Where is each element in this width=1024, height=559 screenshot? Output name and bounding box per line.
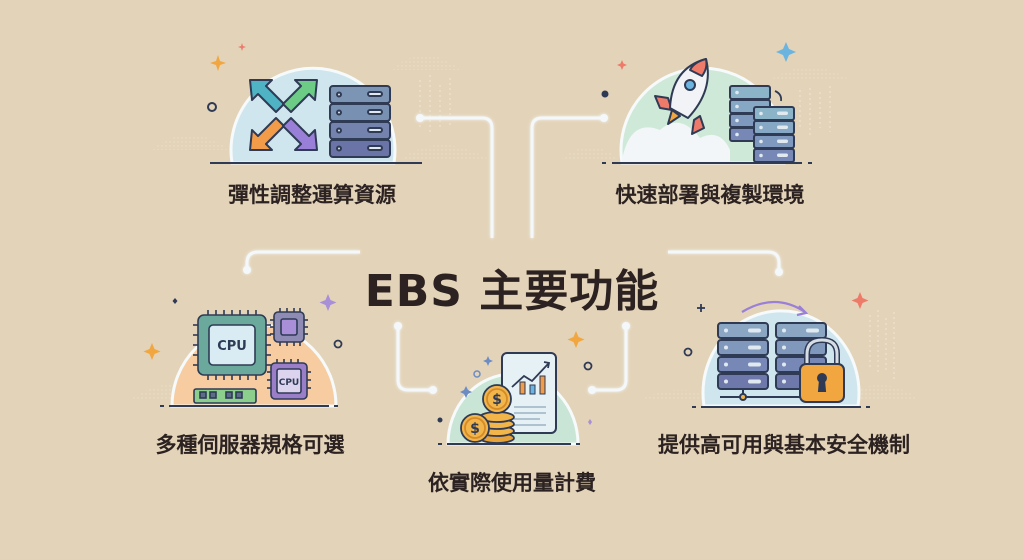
feature-label-deploy: 快速部署與複製環境 [615, 183, 805, 207]
connector-endpoints [243, 114, 783, 394]
cpu-small-text: CPU [279, 378, 300, 388]
dollar-text-2: $ [470, 421, 480, 437]
dollar-text-1: $ [492, 392, 502, 408]
coins-chart-icon: $ $ [437, 331, 593, 446]
rocket-server-clone-icon [601, 42, 812, 165]
feature-label-elastic: 彈性調整運算資源 [228, 183, 396, 207]
cpu-large-text: CPU [217, 339, 247, 354]
feature-label-specs: 多種伺服器規格可選 [155, 433, 345, 457]
feature-label-billing: 依實際使用量計費 [428, 471, 596, 495]
scale-arrows-server-icon [207, 43, 422, 165]
servers-lock-icon [683, 292, 870, 408]
connector-lines [245, 116, 781, 392]
feature-label-security: 提供高可用與基本安全機制 [658, 433, 910, 457]
page-title: EBS 主要功能 [364, 266, 660, 317]
cpu-chips-icon: CPU CPU [143, 294, 343, 408]
